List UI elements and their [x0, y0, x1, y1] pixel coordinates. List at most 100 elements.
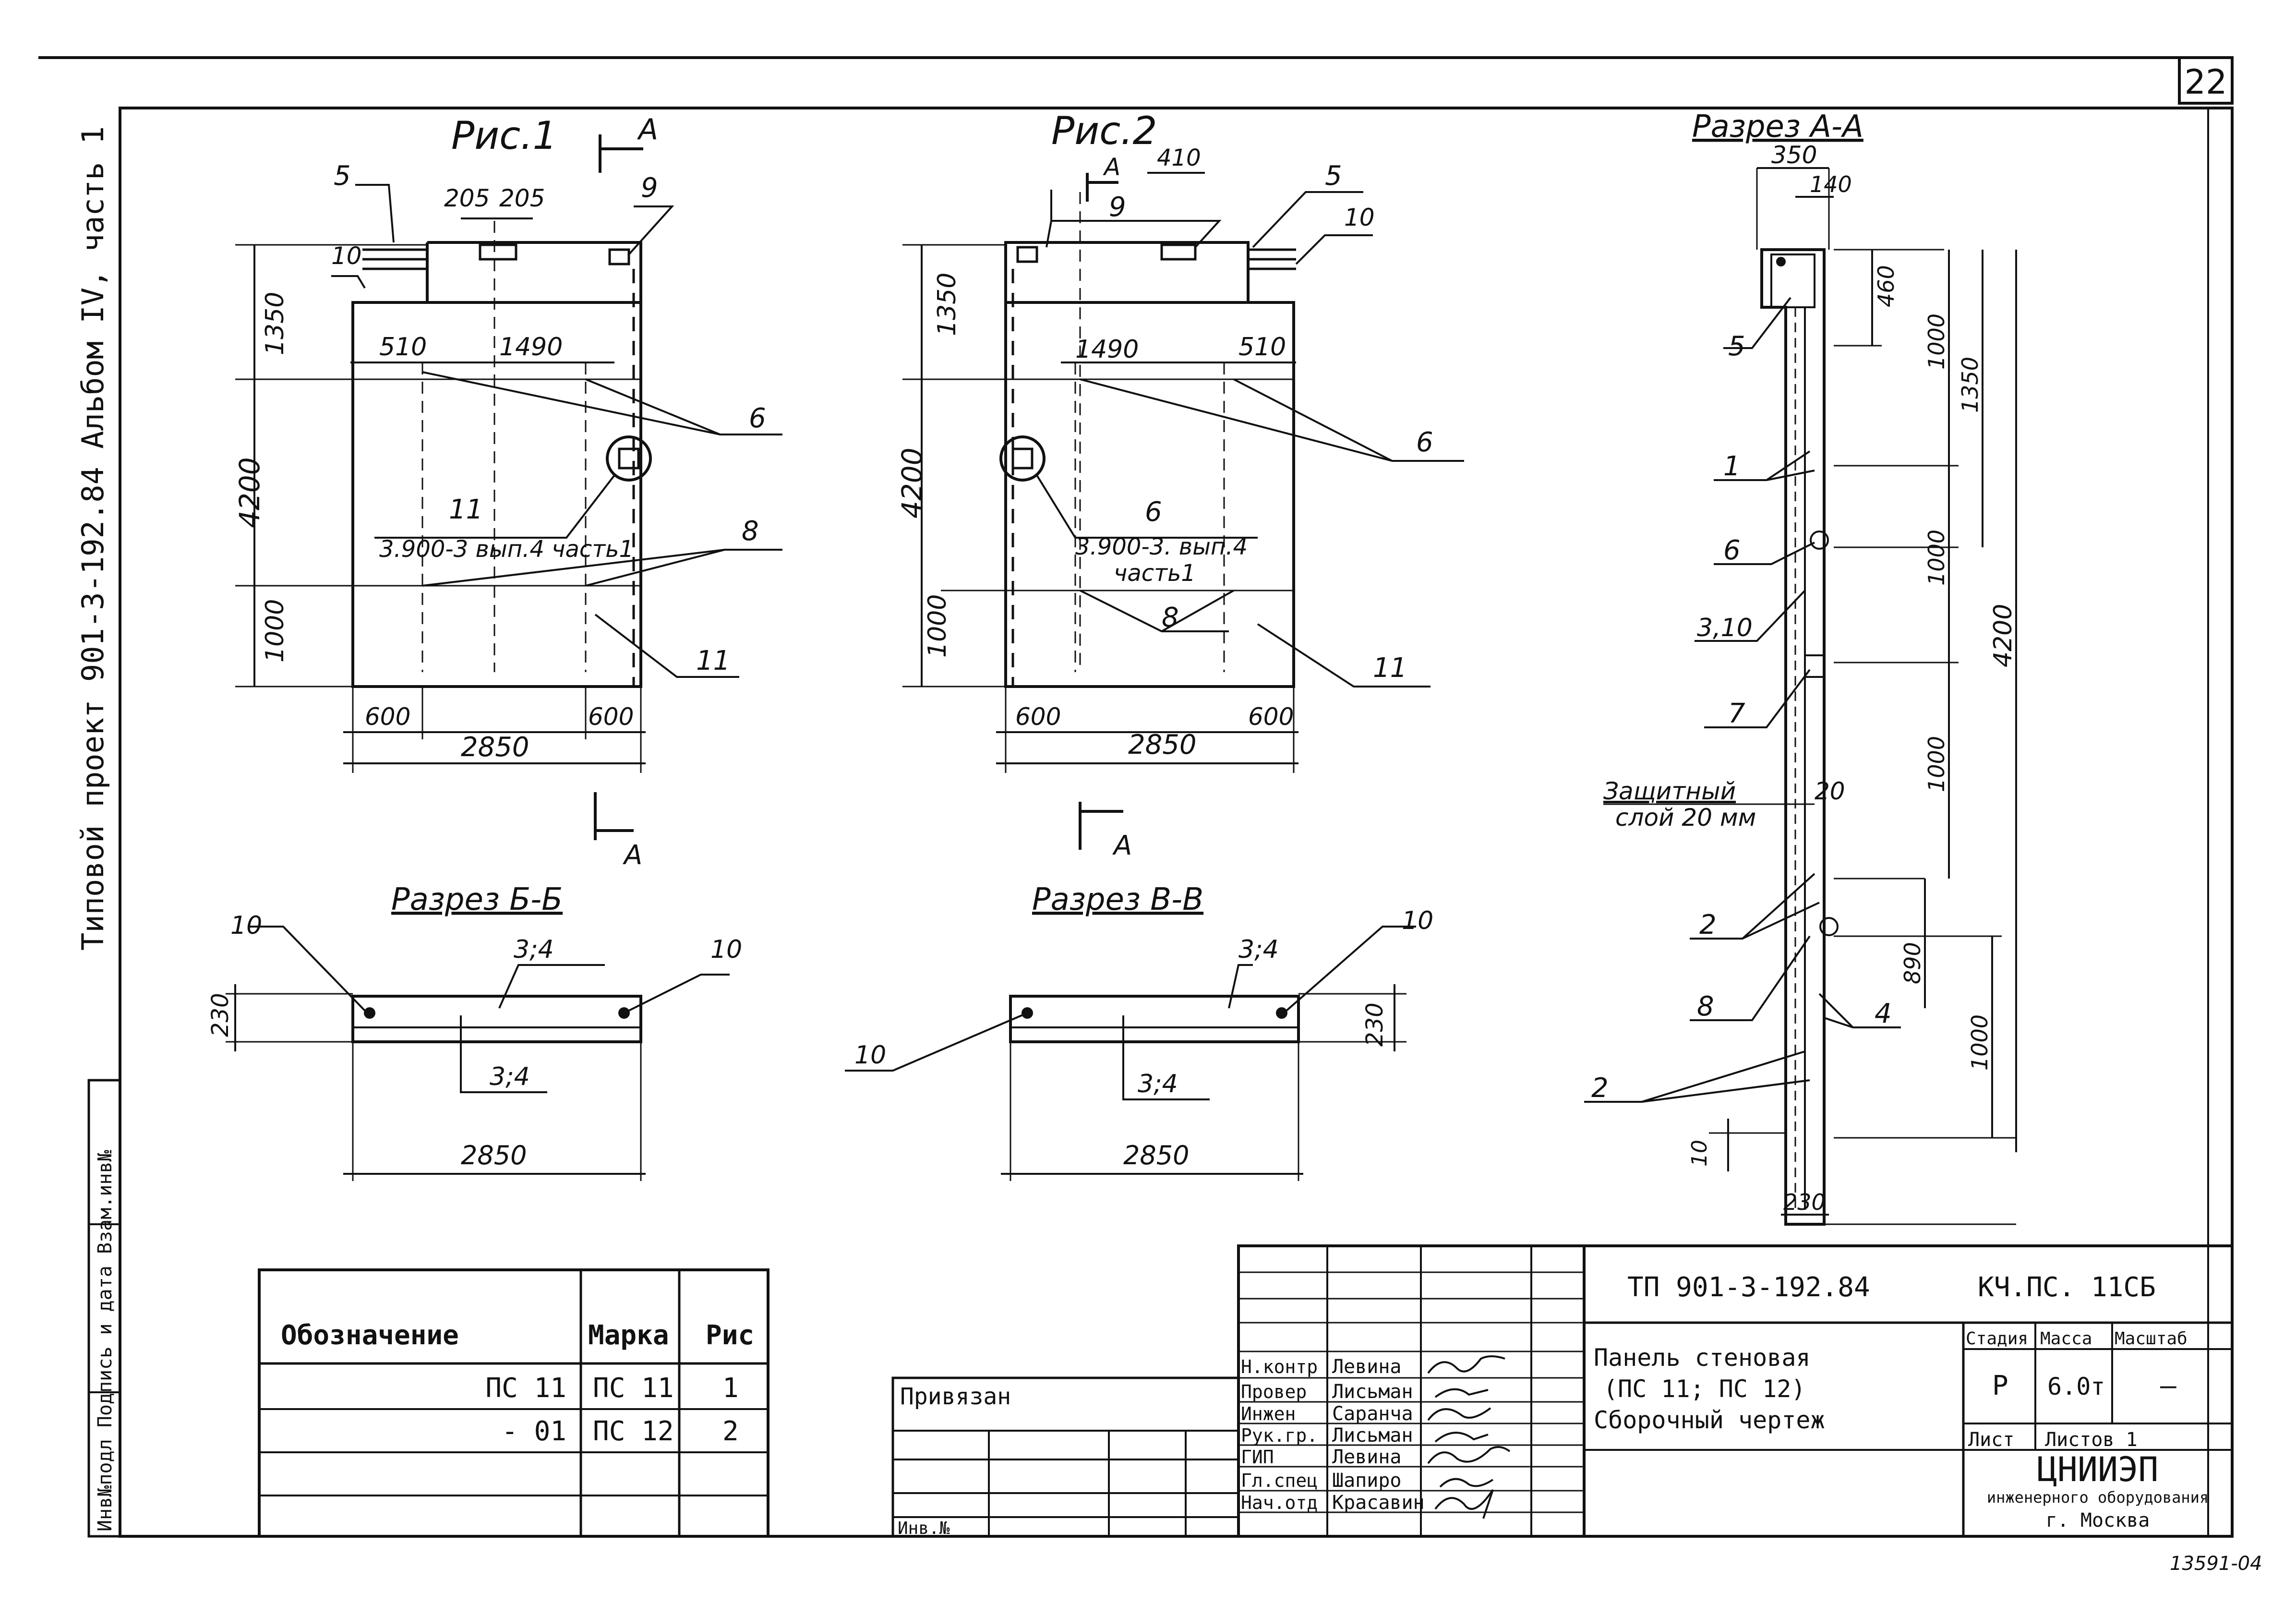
- section-aa-dim-230: 230: [1783, 1189, 1826, 1215]
- fig1-section-mark-top: [599, 134, 643, 173]
- section-aa-leader-5: [1723, 297, 1791, 349]
- tb-name-0: Левина: [1332, 1356, 1402, 1378]
- binding-label: Привязан: [900, 1383, 1011, 1410]
- tb-signature-5: [1439, 1478, 1494, 1488]
- tb-signature-4: [1427, 1446, 1511, 1464]
- fig1-dim-1490: 1490: [499, 333, 563, 362]
- fig1-label-8: 8: [742, 516, 759, 547]
- tb-stage: Р: [1992, 1370, 2008, 1401]
- fig2-section-label-top: А: [1103, 153, 1120, 181]
- section-aa-wall: [1760, 248, 1826, 1226]
- fig1-dim-4200: 4200: [233, 457, 266, 528]
- spec-row1-fig: 1: [722, 1373, 739, 1404]
- section-vv-dim-2850: 2850: [1123, 1140, 1189, 1170]
- tb-sheet-label: Лист: [1968, 1429, 2014, 1451]
- fig1-leader-6: [422, 371, 782, 435]
- section-aa-leader-4: [1818, 993, 1901, 1028]
- section-aa-title: Разрез А-А: [1692, 109, 1863, 145]
- section-aa-dim-1000c: 1000: [1923, 736, 1949, 792]
- fig2-embed-plate-2: [1160, 243, 1197, 261]
- fig1-title: Рис.1: [451, 113, 557, 158]
- tb-name-4: Левина: [1332, 1446, 1402, 1468]
- fig2-section-mark-top: [1086, 173, 1118, 202]
- section-aa-leader-7: [1704, 669, 1811, 728]
- fig1-detail-square: [618, 447, 640, 470]
- section-aa-dim-350: 350: [1771, 141, 1817, 169]
- fig2-section-label-bot: А: [1112, 830, 1132, 861]
- section-vv-label-10r: 10: [1402, 906, 1433, 935]
- section-aa-leader-310: [1695, 590, 1806, 642]
- fig1-embed-plate-2: [608, 248, 630, 265]
- fig1-label-9: 9: [641, 172, 658, 204]
- tb-signature-6: [1434, 1489, 1494, 1519]
- section-aa-loop: [1810, 531, 1829, 550]
- spec-row1-mark: ПС 11: [593, 1373, 674, 1404]
- tb-role-3: Рук.гр.: [1241, 1425, 1318, 1446]
- tb-role-4: ГИП: [1241, 1447, 1274, 1468]
- tb-doc-code: КЧ.ПС. 11СБ: [1978, 1272, 2156, 1303]
- fig1-leader-8: [422, 549, 782, 587]
- section-bb: Разрез Б-Б 10 10 3;4 3;4 230 2850: [207, 882, 742, 1181]
- fig2-label-11: 11: [1373, 652, 1407, 684]
- tb-title-line-2: (ПС 11; ПС 12): [1603, 1375, 1805, 1403]
- section-aa-dim-890: 890: [1899, 942, 1925, 984]
- section-vv-label-34a: 3;4: [1238, 935, 1279, 964]
- fig2-dim-4200: 4200: [896, 447, 928, 519]
- tb-org-city: г. Москва: [2046, 1509, 2150, 1532]
- tb-role-5: Гл.спец: [1241, 1470, 1318, 1491]
- tb-mass: 6.0т: [2047, 1373, 2105, 1400]
- section-aa-label-5: 5: [1728, 331, 1745, 362]
- section-aa-note-1: Защитный: [1603, 777, 1736, 805]
- fig2-label-8: 8: [1162, 602, 1179, 633]
- section-aa-dim-140: 140: [1810, 171, 1852, 197]
- section-aa-leader-2b: [1584, 1050, 1810, 1103]
- tb-title-line-3: Сборочный чертеж: [1594, 1406, 1825, 1434]
- figure-1: Рис.1 А 1350 4200 1000 510 1490: [233, 113, 782, 871]
- tb-sheets-label: Листов 1: [2045, 1429, 2138, 1451]
- section-aa-label-6: 6: [1723, 535, 1741, 566]
- section-aa-dim-4200: 4200: [1989, 604, 2018, 667]
- section-aa-leader-8: [1690, 935, 1811, 1021]
- section-aa-dim-1350: 1350: [1957, 357, 1983, 413]
- section-aa-plate: [1804, 654, 1825, 678]
- spec-row2-designation: - 01: [502, 1416, 566, 1447]
- bottom-code: 13591-04: [2170, 1553, 2262, 1575]
- left-stamp-text: Инв№подл Подпись и дата Взам.инв№: [94, 1150, 116, 1532]
- tb-scale-label: Масштаб: [2115, 1329, 2188, 1349]
- tb-name-5: Шапиро: [1332, 1470, 1402, 1492]
- section-bb-title: Разрез Б-Б: [391, 882, 563, 917]
- section-aa-note-2: слой 20 мм: [1615, 804, 1756, 832]
- tb-scale: —: [2160, 1370, 2176, 1401]
- fig2-dim-600a: 600: [1015, 703, 1061, 731]
- tb-role-6: Нач.отд: [1241, 1492, 1318, 1513]
- fig1-section-label-top: А: [637, 113, 658, 146]
- fig2-label-6: 6: [1416, 427, 1433, 458]
- fig1-dim-600a: 600: [365, 703, 410, 731]
- fig1-ref-text: 3.900-3 вып.4 часть1: [379, 536, 634, 563]
- fig1-dim-1000: 1000: [261, 599, 289, 663]
- fig1-ref-leader: [374, 474, 615, 539]
- fig1-embed-plate: [479, 243, 517, 261]
- section-vv-leader-34b: [1122, 1015, 1210, 1100]
- section-bb-leader-34b: [460, 1015, 547, 1093]
- fig1-dim-2850: 2850: [461, 732, 529, 763]
- section-aa-dim-1000a: 1000: [1923, 314, 1949, 370]
- section-aa-top-frame: [1770, 253, 1815, 308]
- section-aa-label-2: 2: [1699, 909, 1717, 941]
- section-aa: Разрез А-А 350 140 460 1000: [1584, 109, 2018, 1226]
- section-vv-leader-10r: [1286, 926, 1416, 1012]
- fig2-dim-2850: 2850: [1128, 729, 1197, 760]
- fig1-label-11: 11: [696, 645, 730, 676]
- tb-signature-2: [1427, 1407, 1491, 1421]
- title-block: Н.контр Левина Провер Лисьман Инжен Сара…: [1237, 1244, 2234, 1538]
- section-aa-label-8: 8: [1697, 991, 1714, 1022]
- tb-role-1: Провер: [1241, 1381, 1307, 1402]
- spec-table-frame: [258, 1268, 769, 1538]
- section-vv: Разрез В-В 10 10 3;4 3;4 230 2850: [845, 882, 1433, 1181]
- section-aa-dim-10: 10: [1687, 1140, 1712, 1167]
- tb-signature-3: [1434, 1432, 1489, 1443]
- fig2-ref-num: 6: [1145, 496, 1162, 528]
- section-aa-dim-460: 460: [1873, 265, 1899, 307]
- section-vv-slab: [1009, 995, 1300, 1043]
- fig1-section-label-bot: А: [623, 840, 642, 871]
